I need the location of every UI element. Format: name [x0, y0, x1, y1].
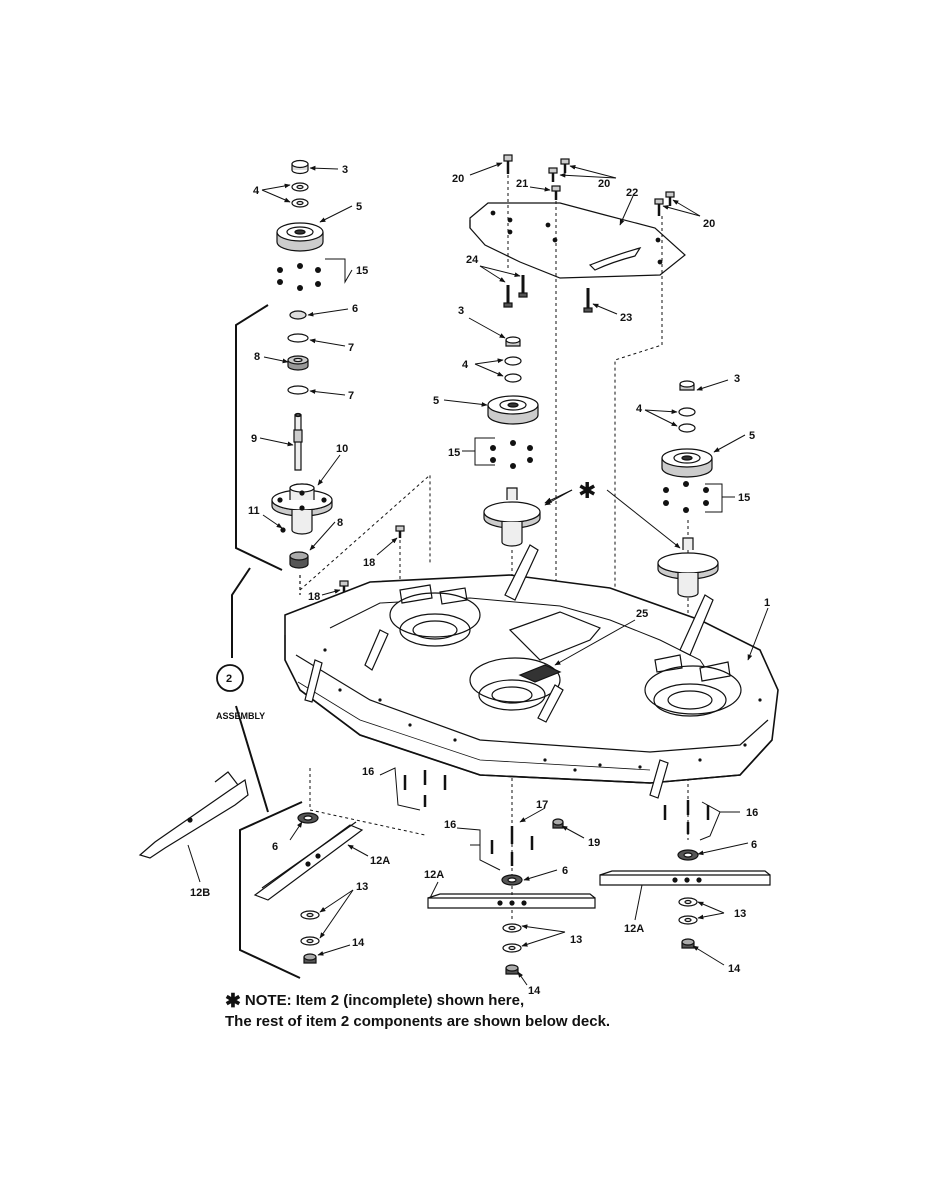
callout-7: 7 [348, 342, 354, 354]
star-symbol: ✱ [578, 479, 596, 504]
callout-20: 20 [703, 218, 715, 230]
mower-deck [284, 544, 779, 799]
callout-8: 8 [254, 351, 260, 363]
callout-14: 14 [352, 937, 365, 949]
callout-10: 10 [336, 443, 348, 455]
nut-part [291, 159, 309, 175]
callout-3: 3 [342, 164, 348, 176]
callout-6: 6 [562, 865, 568, 877]
callout-12a: 12A [624, 923, 644, 935]
lower-bearing-part [289, 551, 309, 569]
callout-15: 15 [356, 265, 368, 277]
callout-5: 5 [749, 430, 755, 442]
callout-2: 2 [226, 673, 232, 685]
callout-6: 6 [751, 839, 757, 851]
callout-15: 15 [448, 447, 460, 459]
assembly-bracket-lines [231, 304, 303, 979]
blade-hardware [297, 812, 699, 975]
callout-18: 18 [308, 591, 320, 603]
washer-part [291, 182, 309, 208]
left-spindle-stack [271, 159, 333, 595]
shaft-part [293, 412, 303, 471]
callout-12a: 12A [424, 869, 444, 881]
callout-22: 22 [626, 187, 638, 199]
callout-9: 9 [251, 433, 257, 445]
callout-13: 13 [356, 881, 368, 893]
callout-4: 4 [462, 359, 469, 371]
callout-5: 5 [433, 395, 439, 407]
callout-17: 17 [536, 799, 548, 811]
callout-14: 14 [728, 963, 741, 975]
center-spindle-stack [483, 336, 541, 547]
callout-24: 24 [466, 254, 479, 266]
callout-3: 3 [458, 305, 464, 317]
pulley-part [276, 222, 324, 252]
callout-25: 25 [636, 608, 648, 620]
callout-16: 16 [362, 766, 374, 778]
bearing-part [287, 355, 309, 371]
callout-16: 16 [444, 819, 456, 831]
callout-7: 7 [348, 390, 354, 402]
callout-14: 14 [528, 985, 541, 997]
callout-6: 6 [352, 303, 358, 315]
note-text-1: NOTE: Item 2 (incomplete) shown here, [244, 992, 525, 1009]
blade-12a-left [253, 821, 364, 901]
callout-20: 20 [598, 178, 610, 190]
callout-8: 8 [337, 517, 343, 529]
note-star: ✱ [225, 991, 241, 1012]
callout-4: 4 [636, 403, 643, 415]
bolts-23-24 [503, 275, 593, 313]
callout-13: 13 [734, 908, 746, 920]
top-cover-plate [469, 202, 686, 279]
callout-16: 16 [746, 807, 758, 819]
callout-18: 18 [363, 557, 375, 569]
note-line-2: The rest of item 2 components are shown … [225, 1013, 611, 1030]
item-2-circle [216, 664, 244, 692]
bolts-20-21 [503, 154, 675, 216]
callout-3: 3 [734, 373, 740, 385]
callout-11: 11 [248, 505, 260, 517]
right-spindle-stack [657, 380, 719, 598]
screws-part [277, 263, 321, 291]
callout-5: 5 [356, 201, 362, 213]
callout-1: 1 [764, 597, 770, 609]
dashed-guide-lines [299, 175, 689, 920]
callout-4: 4 [253, 185, 260, 197]
callout-23: 23 [620, 312, 632, 324]
bolt-groups-16 [403, 770, 710, 866]
callout-6: 6 [272, 841, 278, 853]
callout-20: 20 [452, 173, 464, 185]
callout-21: 21 [516, 178, 528, 190]
blade-12b [138, 771, 249, 859]
note-line-1: ✱NOTE: Item 2 (incomplete) shown here, [225, 990, 524, 1013]
callout-12a: 12A [370, 855, 390, 867]
callout-19: 19 [588, 837, 600, 849]
leader-lines [187, 162, 769, 986]
blade-12a-right [599, 870, 771, 886]
assembly-label: ASSEMBLY [216, 711, 265, 721]
callout-12b: 12B [190, 887, 210, 899]
blade-12a-center [427, 893, 596, 909]
callout-13: 13 [570, 934, 582, 946]
callout-labels: 3 4 5 15 6 7 8 7 9 10 11 8 18 18 20 21 2… [190, 164, 770, 997]
spindle-housing-part [271, 483, 333, 535]
callout-15: 15 [738, 492, 750, 504]
